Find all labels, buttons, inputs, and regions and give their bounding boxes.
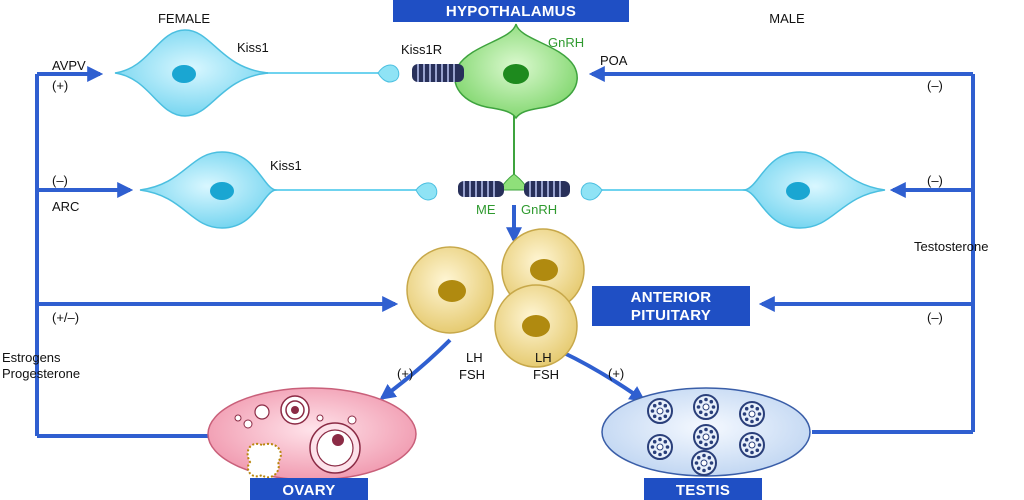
tubule [647, 434, 673, 460]
pituitary-male-sign: (–) [927, 310, 943, 325]
ovary-illustration [207, 387, 417, 481]
pituitary-female-sign: (+/–) [52, 310, 79, 325]
progesterone-label: Progesterone [2, 366, 80, 381]
estrogens-label: Estrogens [2, 350, 61, 365]
poa-label: POA [600, 53, 628, 68]
me-label: ME [476, 202, 496, 217]
ovary-label: OVARY [282, 482, 335, 499]
tubule [691, 450, 717, 476]
anterior-label: ANTERIOR [631, 289, 712, 306]
arc-label: ARC [52, 199, 79, 214]
testis-stim-sign: (+) [608, 366, 624, 381]
anterior-pituitary-banner: ANTERIOR PITUITARY [592, 286, 750, 326]
testosterone-label: Testosterone [914, 239, 988, 254]
kiss1-neuron-avpv [114, 29, 400, 117]
hypothalamus-label: HYPOTHALAMUS [446, 3, 576, 20]
tubule [693, 424, 719, 450]
axons [265, 72, 746, 191]
ovary-stim-sign: (+) [397, 366, 413, 381]
kiss1-neuron-arc [139, 151, 438, 229]
pituitary-cell [406, 246, 494, 334]
fsh-right-label: FSH [533, 367, 559, 382]
avpv-sign: (+) [52, 78, 68, 93]
fsh-left-label: FSH [459, 367, 485, 382]
kiss1-neuron-arc-male [580, 151, 886, 229]
kiss1r-receptor-top [412, 64, 464, 82]
kiss1-label-arc: Kiss1 [270, 158, 302, 173]
kiss1r-label: Kiss1R [401, 42, 442, 57]
seminiferous-tubules [647, 394, 765, 476]
avpv-label: AVPV [52, 58, 86, 73]
pituitary-cells [406, 228, 585, 368]
tubule [647, 398, 673, 424]
lh-left-label: LH [466, 350, 483, 365]
kiss1r-receptor-me-left [458, 181, 504, 197]
ovary-banner: OVARY [250, 478, 368, 500]
testis-illustration [601, 387, 811, 477]
lh-fsh-ovary-arrow [379, 338, 452, 400]
arc-male-sign: (–) [927, 173, 943, 188]
female-header: FEMALE [158, 11, 210, 26]
feedback-arrows [35, 66, 975, 438]
gnrh-label-top: GnRH [548, 35, 584, 50]
kiss1-label-avpv: Kiss1 [237, 40, 269, 55]
pituitary-label: PITUITARY [631, 307, 711, 324]
gnrh-label-me: GnRH [521, 202, 557, 217]
lh-right-label: LH [535, 350, 552, 365]
testis-banner: TESTIS [644, 478, 762, 500]
lh-fsh-testis-arrow [561, 350, 646, 402]
pituitary-cell [494, 284, 578, 368]
kiss1r-receptor-me-right [524, 181, 570, 197]
male-header: MALE [769, 11, 805, 26]
testis-label: TESTIS [676, 482, 730, 499]
tubule [693, 394, 719, 420]
tubule [739, 432, 765, 458]
gnrh-neuron [454, 23, 578, 191]
tubule [739, 401, 765, 427]
hypothalamus-banner: HYPOTHALAMUS [393, 0, 629, 22]
arc-sign: (–) [52, 173, 68, 188]
poa-male-sign: (–) [927, 78, 943, 93]
